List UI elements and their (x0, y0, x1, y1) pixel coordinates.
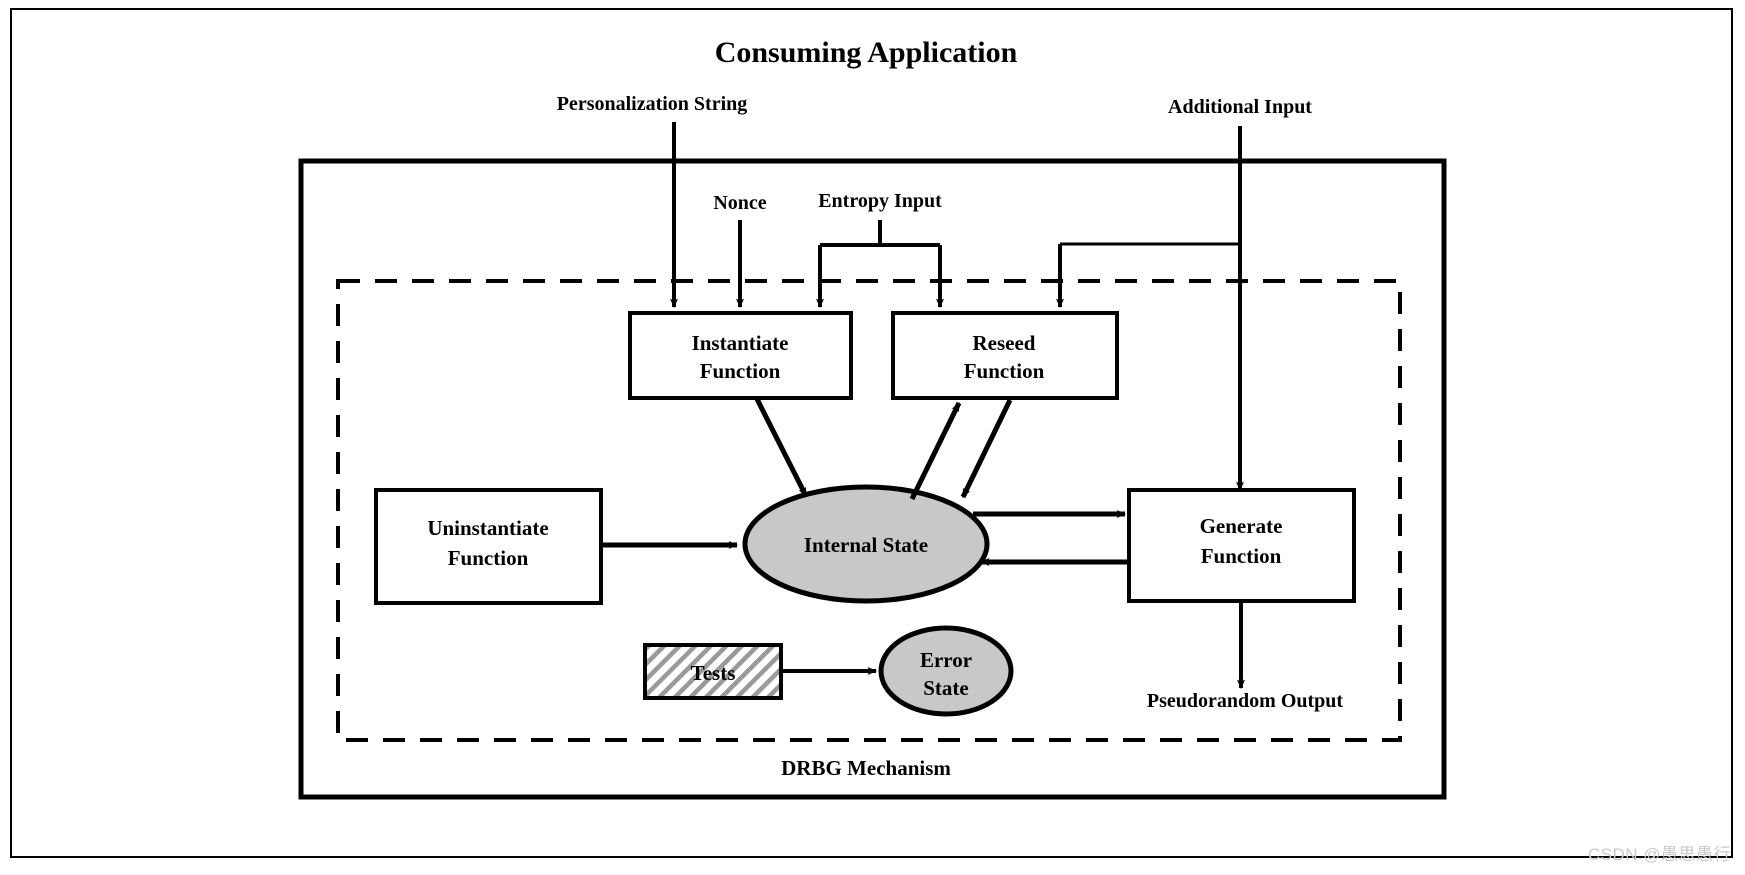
error-state-ellipse[interactable] (878, 625, 1014, 717)
generate-function-label-line2: Function (1201, 544, 1282, 568)
internal-state-label: Internal State (804, 533, 928, 557)
generate-function-label-line1: Generate (1200, 514, 1283, 538)
tests-box[interactable] (643, 643, 783, 700)
tests-label: Tests (691, 661, 736, 685)
error-state-label-line2: State (923, 676, 969, 700)
edge-internal-state-to-reseed (909, 401, 962, 501)
drbg-mechanism-label: DRBG Mechanism (781, 756, 951, 780)
drbg-mechanism-boundary (336, 279, 1402, 742)
output-label-pseudorandom-output: Pseudorandom Output (1147, 690, 1343, 712)
input-label-personalization-string: Personalization String (557, 93, 748, 115)
page-title: Consuming Application (715, 36, 1018, 69)
instantiate-function-box[interactable] (628, 311, 853, 400)
internal-state-ellipse[interactable] (742, 484, 990, 604)
reseed-function-label-line2: Function (964, 359, 1045, 383)
input-label-additional-input: Additional Input (1168, 96, 1312, 118)
input-label-nonce: Nonce (713, 192, 766, 214)
edge-reseed-to-internal-state (960, 398, 1013, 499)
error-state-label-line1: Error (920, 648, 972, 672)
edge-instantiate-to-internal-state (754, 397, 809, 498)
instantiate-function-label-line2: Function (700, 359, 781, 383)
reseed-function-label-line1: Reseed (973, 331, 1036, 355)
input-label-entropy-input: Entropy Input (818, 190, 942, 212)
uninstantiate-function-label-line2: Function (448, 546, 529, 570)
reseed-function-box[interactable] (891, 311, 1119, 400)
instantiate-function-label-line1: Instantiate (692, 331, 789, 355)
csdn-watermark: CSDN @愚思愚行 (1587, 845, 1731, 864)
uninstantiate-function-label-line1: Uninstantiate (427, 516, 548, 540)
uninstantiate-function-box[interactable] (374, 488, 603, 605)
consuming-application-boundary (298, 158, 1447, 800)
